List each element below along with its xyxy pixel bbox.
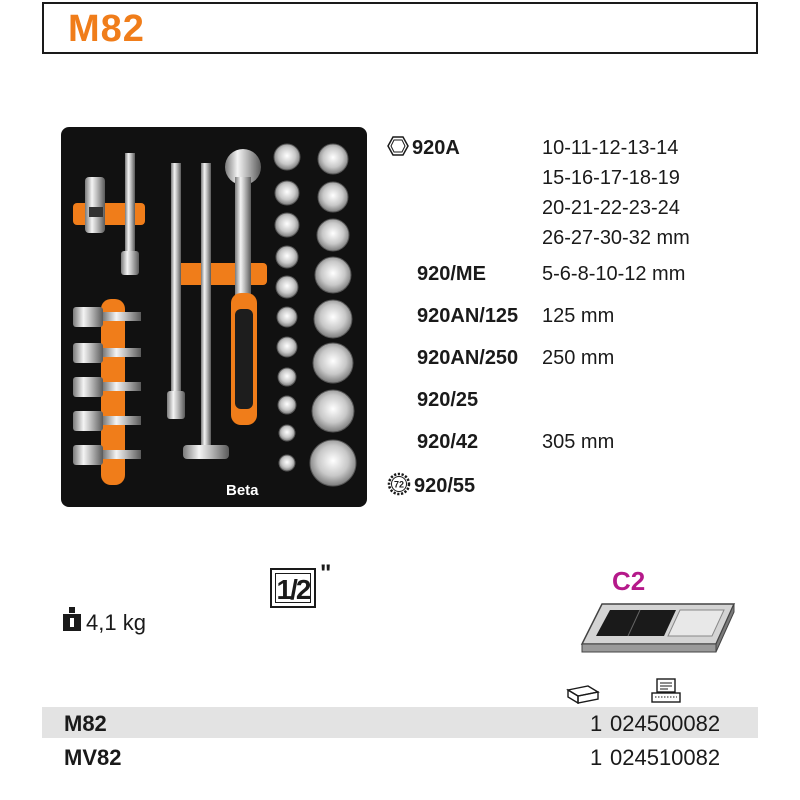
tray-type-code: C2 bbox=[612, 566, 646, 596]
barcode-terminal-icon bbox=[651, 678, 681, 703]
spec-value: 125 mm bbox=[542, 305, 615, 327]
product-number: 024510082 bbox=[610, 745, 721, 770]
drive-size: 1/2 bbox=[276, 574, 312, 605]
tray-c2-drawing bbox=[580, 603, 736, 653]
spec-value: 250 mm bbox=[542, 347, 615, 369]
gear-icon-text: 72 bbox=[394, 480, 404, 490]
tool-tray-image bbox=[61, 127, 367, 507]
product-row: MV82 1 024510082 bbox=[42, 741, 758, 772]
tray-brand-logo: Beta bbox=[226, 482, 259, 499]
product-qty: 1 bbox=[590, 711, 603, 736]
drive-unit: " bbox=[320, 560, 332, 587]
ratchet-gear-icon: 72 bbox=[387, 472, 411, 496]
product-qty: 1 bbox=[590, 745, 603, 770]
spec-value: 26-27-30-32 mm bbox=[542, 227, 690, 249]
product-row: M82 1 024500082 bbox=[42, 707, 758, 738]
spec-code-92042: 920/42 bbox=[417, 431, 479, 453]
spec-code-920me: 920/ME bbox=[417, 263, 486, 285]
weight-icon bbox=[63, 607, 81, 631]
hexagon-icon bbox=[387, 136, 409, 156]
spec-code-92055: 920/55 bbox=[414, 475, 476, 497]
set-title: M82 bbox=[68, 8, 145, 50]
spec-code-920an125: 920AN/125 bbox=[417, 305, 519, 327]
package-box-icon bbox=[566, 685, 600, 704]
drive-size-box: 1/2 bbox=[270, 568, 316, 608]
spec-value: 10-11-12-13-14 bbox=[542, 137, 679, 159]
spec-value: 5-6-8-10-12 mm bbox=[542, 263, 686, 285]
product-code: M82 bbox=[64, 711, 107, 736]
weight-value: 4,1 kg bbox=[86, 610, 146, 635]
spec-value: 305 mm bbox=[542, 431, 615, 453]
spec-code-920a: 920A bbox=[412, 137, 460, 159]
spec-code-92025: 920/25 bbox=[417, 389, 479, 411]
spec-value: 15-16-17-18-19 bbox=[542, 167, 680, 189]
spec-code-920an250: 920AN/250 bbox=[417, 347, 519, 369]
product-code: MV82 bbox=[64, 745, 122, 770]
product-number: 024500082 bbox=[610, 711, 721, 736]
header-box: M82 bbox=[42, 2, 758, 54]
spec-value: 20-21-22-23-24 bbox=[542, 197, 680, 219]
